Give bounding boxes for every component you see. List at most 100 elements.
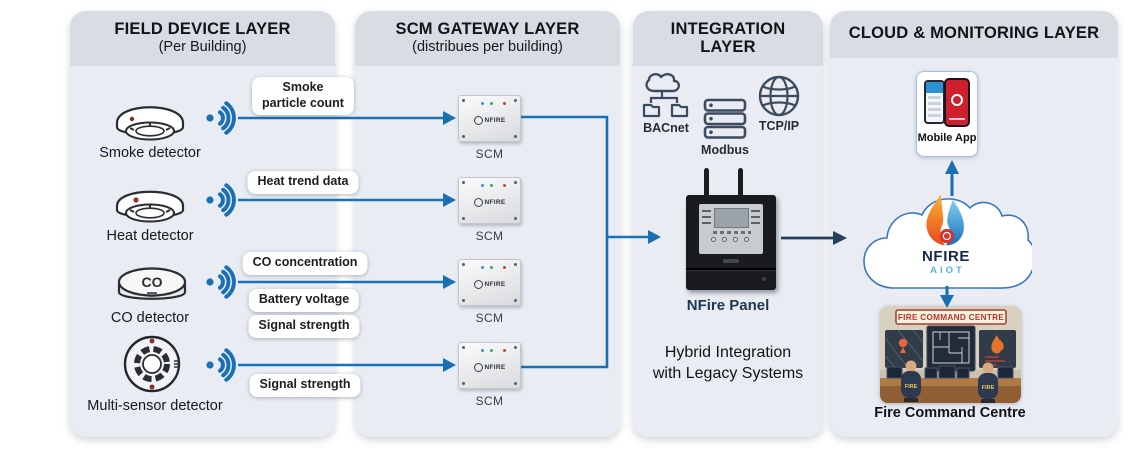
panel-logo	[723, 259, 739, 263]
phone-white-icon	[924, 80, 945, 124]
heat-detector-label: Heat detector	[106, 228, 194, 244]
screw-icon	[462, 181, 465, 184]
scm-brand-text: NFIRE	[484, 199, 506, 206]
gateway-layer-title: SCM GATEWAY LAYER	[395, 20, 580, 38]
scm-brand-text: NFIRE	[484, 117, 506, 124]
nfire-logo-icon	[473, 363, 483, 372]
screw-icon	[514, 263, 517, 266]
scm-brand-text: NFIRE	[484, 364, 506, 371]
led-red-icon	[503, 102, 506, 105]
panel-button	[722, 237, 727, 242]
led-green-icon	[490, 102, 493, 105]
nfire-panel-device	[686, 168, 776, 290]
fire-command-centre-label: Fire Command Centre	[874, 405, 1026, 421]
screw-icon	[514, 299, 517, 302]
co-detector-icon: CO	[117, 267, 187, 300]
jacket-text: FIRE	[982, 385, 995, 391]
led-red-icon	[503, 266, 506, 269]
led-blue-icon	[481, 102, 484, 105]
nfire-panel-body	[686, 195, 776, 290]
scm-device-3: NFIRE	[458, 259, 521, 306]
multi-sensor-detector-label: Multi-sensor detector	[87, 398, 223, 414]
panel-button	[711, 237, 716, 242]
screw-icon	[462, 346, 465, 349]
antenna-icon	[704, 168, 709, 198]
field-layer-subtitle: (Per Building)	[158, 39, 247, 56]
jacket-text: FIRE	[905, 384, 918, 390]
integration-layer-header: INTEGRATION LAYER	[633, 11, 823, 66]
scm-label-3: SCM	[475, 311, 504, 325]
nfire-flame-logo-icon	[926, 194, 964, 246]
bacnet-label: BACnet	[643, 121, 689, 135]
pill-heat-trend-data: Heat trend data	[247, 171, 359, 194]
smoke-detector-icon	[115, 106, 185, 141]
screw-icon	[462, 99, 465, 102]
nfire-aiot-cloud: NFIRE AIOT	[860, 184, 1036, 296]
smoke-detector-label: Smoke detector	[99, 145, 201, 161]
led-blue-icon	[481, 266, 484, 269]
scm-device-2: NFIRE	[458, 177, 521, 224]
screw-icon	[462, 217, 465, 220]
screw-icon	[514, 217, 517, 220]
screw-icon	[462, 299, 465, 302]
scm-label-2: SCM	[475, 229, 504, 243]
cloud-brand-subtext: AIOT	[930, 265, 965, 276]
scm-label-1: SCM	[475, 147, 504, 161]
co-detector-text: CO	[142, 274, 163, 290]
screw-icon	[462, 135, 465, 138]
bacnet-icon	[642, 72, 689, 118]
operator-figure: FIRE	[978, 362, 998, 403]
led-red-icon	[503, 184, 506, 187]
scm-device-4: NFIRE	[458, 342, 521, 389]
cloud-brand-text: NFIRE	[922, 248, 970, 265]
screw-icon	[514, 99, 517, 102]
screw-icon	[514, 181, 517, 184]
led-green-icon	[490, 349, 493, 352]
pill-smoke-particle-count: Smoke particle count	[252, 77, 354, 116]
led-blue-icon	[481, 184, 484, 187]
integration-layer-title: INTEGRATION LAYER	[670, 20, 786, 57]
screw-icon	[462, 263, 465, 266]
lcd-screen	[714, 208, 749, 228]
antenna-icon	[738, 168, 743, 198]
scm-device-1: NFIRE	[458, 95, 521, 142]
hybrid-integration-note: Hybrid Integration with Legacy Systems	[652, 344, 804, 382]
panel-button	[744, 237, 749, 242]
mobile-app-card: Mobile App	[916, 71, 978, 157]
cloud-layer-title: CLOUD & MONITORING LAYER	[848, 24, 1100, 42]
phone-red-icon	[944, 78, 970, 127]
pill-signal-strength-1: Signal strength	[248, 315, 360, 338]
modbus-label: Modbus	[701, 143, 749, 157]
screw-icon	[462, 382, 465, 385]
heat-detector-icon	[115, 190, 185, 223]
led-green-icon	[490, 184, 493, 187]
panel-button	[733, 237, 738, 242]
mobile-app-label: Mobile App	[917, 132, 977, 144]
tcpip-globe-icon	[758, 75, 800, 117]
pill-co-concentration: CO concentration	[242, 252, 368, 275]
led-red-icon	[503, 349, 506, 352]
nfire-panel-label: NFire Panel	[686, 297, 770, 314]
modbus-icon	[703, 98, 747, 139]
screw-icon	[514, 382, 517, 385]
field-layer-title: FIELD DEVICE LAYER	[114, 20, 291, 38]
gateway-layer-subtitle: (distribues per building)	[412, 39, 563, 56]
pill-signal-strength-2: Signal strength	[249, 374, 361, 397]
multi-sensor-detector-icon	[123, 335, 181, 393]
nfire-logo-icon	[473, 116, 483, 125]
pill-battery-voltage: Battery voltage	[248, 289, 360, 312]
scm-brand-text: NFIRE	[484, 281, 506, 288]
gateway-layer-header: SCM GATEWAY LAYER (distribues per buildi…	[355, 11, 620, 66]
field-layer-header: FIELD DEVICE LAYER (Per Building)	[70, 11, 335, 66]
fire-command-centre-image: FIRE FIRE FIRE COMMAND CENTRE	[880, 306, 1021, 403]
operator-figure: FIRE	[901, 360, 921, 402]
led-green-icon	[490, 266, 493, 269]
led-blue-icon	[481, 349, 484, 352]
cloud-layer-header: CLOUD & MONITORING LAYER	[830, 11, 1118, 58]
fcc-sign-text: FIRE COMMAND CENTRE	[898, 313, 1004, 322]
nfire-panel-control-face	[699, 204, 763, 254]
screw-icon	[514, 135, 517, 138]
screw-icon	[514, 346, 517, 349]
scm-label-4: SCM	[475, 394, 504, 408]
